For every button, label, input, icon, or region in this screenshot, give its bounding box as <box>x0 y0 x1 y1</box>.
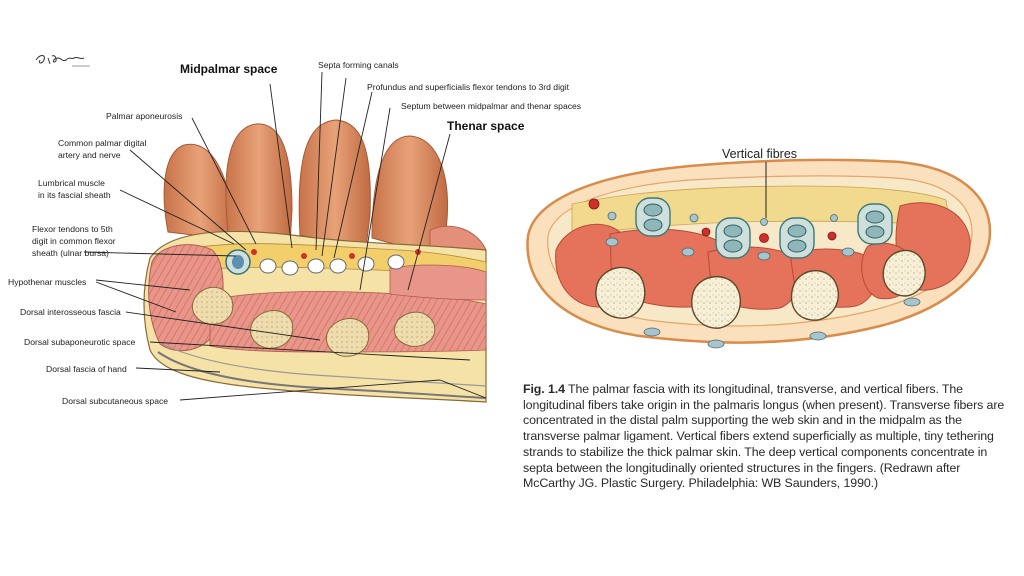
figure-caption: Fig. 1.4 The palmar fascia with its long… <box>523 382 1011 492</box>
label-common-palmar-digital-1: Common palmar digital <box>58 138 147 148</box>
label-hypothenar-muscles: Hypothenar muscles <box>8 277 87 287</box>
label-profundus-flexor-tendons: Profundus and superficialis flexor tendo… <box>367 82 570 92</box>
finger-little <box>163 143 237 241</box>
label-vertical-fibres: Vertical fibres <box>722 147 798 161</box>
finger-index <box>371 135 448 257</box>
finger-ring <box>225 123 293 246</box>
illustrator-signature <box>35 55 90 67</box>
dorsal-fascia-layers <box>157 351 487 399</box>
metacarpal-4 <box>790 270 839 321</box>
label-septa-forming-canals: Septa forming canals <box>318 60 399 70</box>
metacarpal-bones <box>192 286 436 357</box>
leader-lines <box>83 71 487 401</box>
tendon-sheaths <box>635 197 893 259</box>
label-flexor-5th-1: Flexor tendons to 5th <box>32 224 113 234</box>
digital-vessels <box>588 198 921 349</box>
metacarpal-3 <box>691 276 741 329</box>
label-dorsal-fascia-of-hand: Dorsal fascia of hand <box>46 364 127 374</box>
label-midpalmar-space: Midpalmar space <box>180 62 278 76</box>
label-lumbrical-1: Lumbrical muscle <box>38 178 105 188</box>
label-flexor-5th-3: sheath (ulnar bursa) <box>32 248 109 258</box>
label-dorsal-subaponeurotic-space: Dorsal subaponeurotic space <box>24 337 136 347</box>
caption-text: The palmar fascia with its longitudinal,… <box>523 382 1005 491</box>
label-palmar-aponeurosis: Palmar aponeurosis <box>106 111 183 121</box>
label-flexor-5th-2: digit in common flexor <box>32 236 116 246</box>
label-thenar-space: Thenar space <box>447 119 525 133</box>
label-lumbrical-2: in its fascial sheath <box>38 190 111 200</box>
palmar-fascia-diagram <box>526 158 992 349</box>
finger-middle <box>298 119 371 249</box>
metacarpal-2 <box>595 266 646 319</box>
label-dorsal-interosseous-fascia: Dorsal interosseous fascia <box>20 307 121 317</box>
caption-figure-number: Fig. 1.4 <box>523 382 565 396</box>
metacarpal-5 <box>882 249 926 297</box>
label-septum-between-spaces: Septum between midpalmar and thenar spac… <box>401 101 582 111</box>
adductor-muscle <box>389 264 487 301</box>
label-common-palmar-digital-2: artery and nerve <box>58 150 121 160</box>
label-dorsal-subcutaneous-space: Dorsal subcutaneous space <box>62 396 169 406</box>
